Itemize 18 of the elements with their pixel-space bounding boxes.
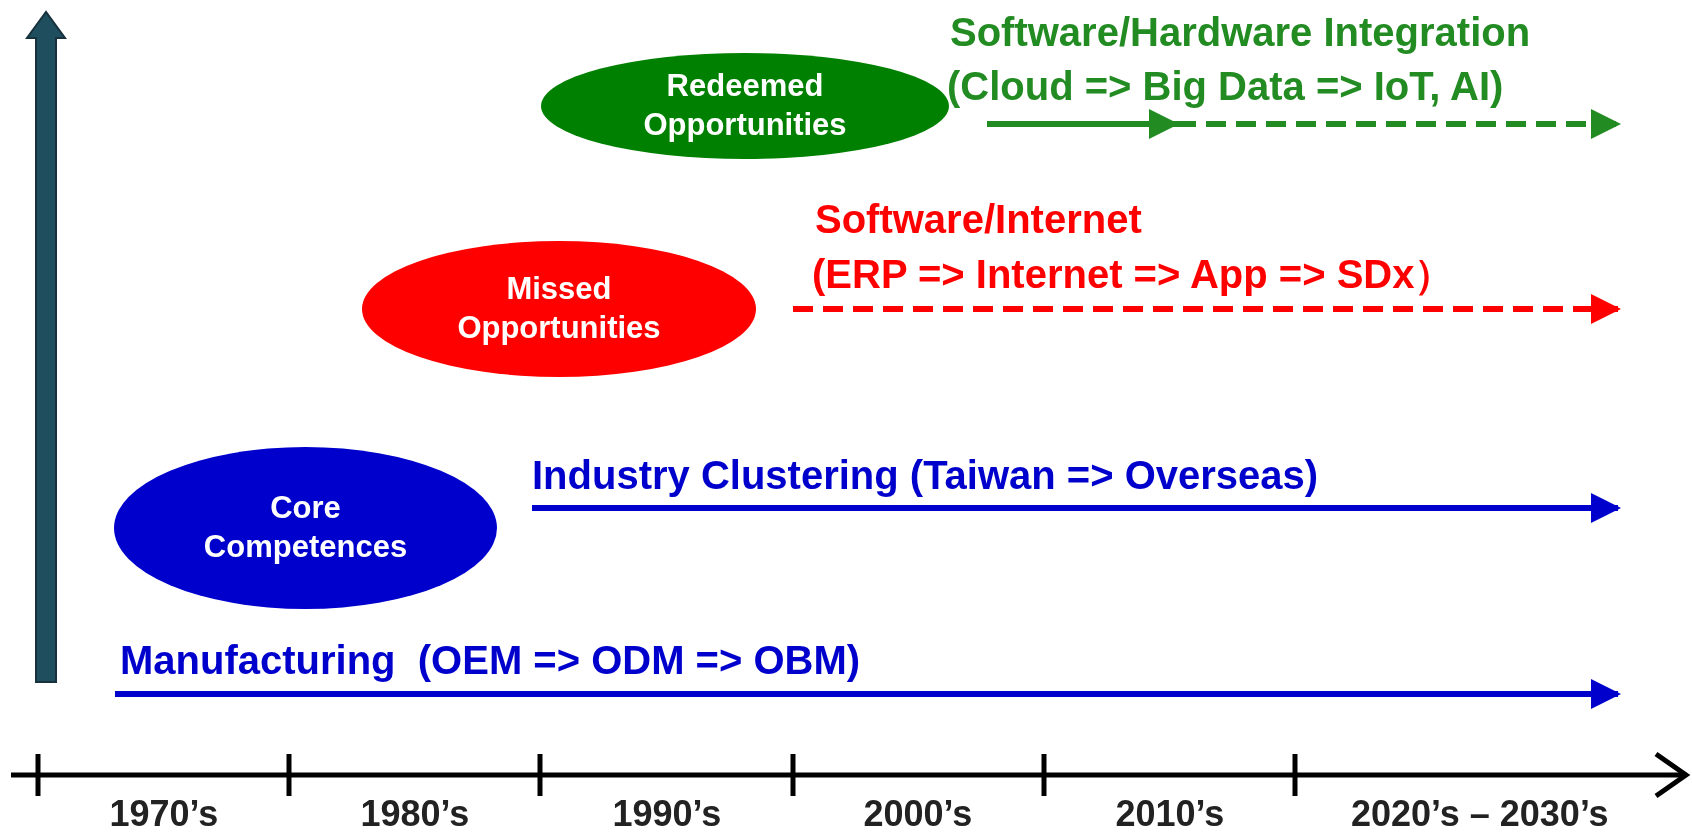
node-label: Missed Opportunities (456, 270, 662, 347)
timeline-label: (Cloud => Big Data => IoT, AI) (947, 66, 1504, 106)
node-label: Core Competences (202, 489, 409, 566)
timeline-label: Software/Hardware Integration (950, 12, 1531, 52)
timeline-label: Software/Internet (815, 199, 1142, 239)
decade-label: 2020’s – 2030’s (1351, 796, 1609, 832)
ellipse-node (540, 52, 950, 160)
node-label: Redeemed Opportunities (642, 67, 848, 144)
decade-label: 2010’s (1115, 796, 1225, 832)
ellipse-node (113, 446, 498, 610)
decade-label: 1980’s (360, 796, 470, 832)
timeline-label: (ERP => Internet => App => SDx） (812, 254, 1455, 294)
decade-label: 1970’s (109, 796, 219, 832)
timeline-label: Manufacturing (OEM => ODM => OBM) (120, 640, 861, 680)
timeline-label: Industry Clustering (Taiwan => Overseas) (532, 455, 1319, 495)
decade-label: 2000’s (863, 796, 973, 832)
ellipse-node (361, 240, 757, 378)
decade-label: 1990’s (612, 796, 722, 832)
